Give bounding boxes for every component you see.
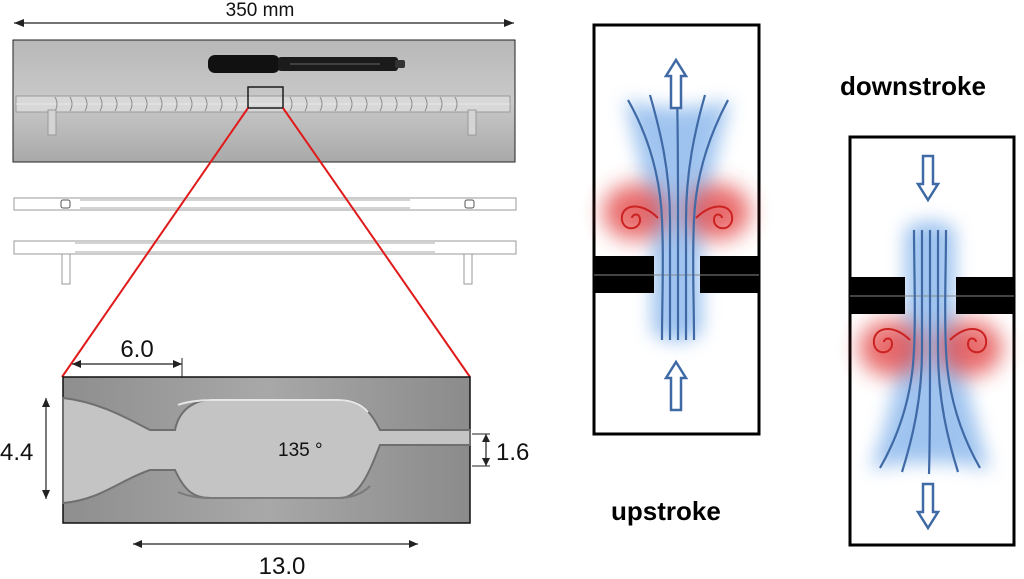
upstroke-flow-lines <box>627 94 729 341</box>
downstroke-flow-lines <box>879 229 981 475</box>
upstroke-arrow-bottom <box>663 359 689 412</box>
neck-spacing-label: 6.0 <box>120 336 153 363</box>
chamber-length-dimension: 13.0 <box>133 540 418 579</box>
downstroke-schematic <box>848 135 1016 547</box>
channel-top-view-drawing <box>13 197 517 211</box>
overall-length-dimension: 350 mm <box>14 0 514 27</box>
downstroke-arrow-bottom <box>915 482 941 531</box>
glass-channel-photo <box>15 95 511 136</box>
chamber-height-dimension: 4.4 <box>0 398 50 499</box>
neck-spacing-dimension: 6.0 <box>72 336 183 378</box>
neck-width-dimension: 1.6 <box>472 433 529 467</box>
upstroke-vortex-curls <box>620 205 734 230</box>
zoom-callout-lines <box>61 107 471 378</box>
chamber-micrograph <box>62 376 471 524</box>
wall-angle-label: 135 ° <box>278 440 323 461</box>
downstroke-vortex-curls <box>872 328 988 354</box>
chamber-length-label: 13.0 <box>259 553 306 579</box>
upstroke-arrow-top <box>663 57 689 110</box>
channel-side-view-drawing <box>13 240 517 285</box>
downstroke-arrow-top <box>915 154 941 203</box>
overall-length-label: 350 mm <box>226 0 295 21</box>
upstroke-label: upstroke <box>611 496 721 526</box>
chamber-height-label: 4.4 <box>0 439 33 466</box>
upstroke-vortex-left <box>603 184 667 240</box>
marker-pen <box>208 55 405 73</box>
upstroke-schematic <box>592 23 761 436</box>
device-photo <box>12 39 516 163</box>
downstroke-label: downstroke <box>840 71 986 101</box>
neck-width-label: 1.6 <box>496 439 529 466</box>
upstroke-vortex-right <box>686 184 750 240</box>
zoom-region-box <box>247 86 284 109</box>
